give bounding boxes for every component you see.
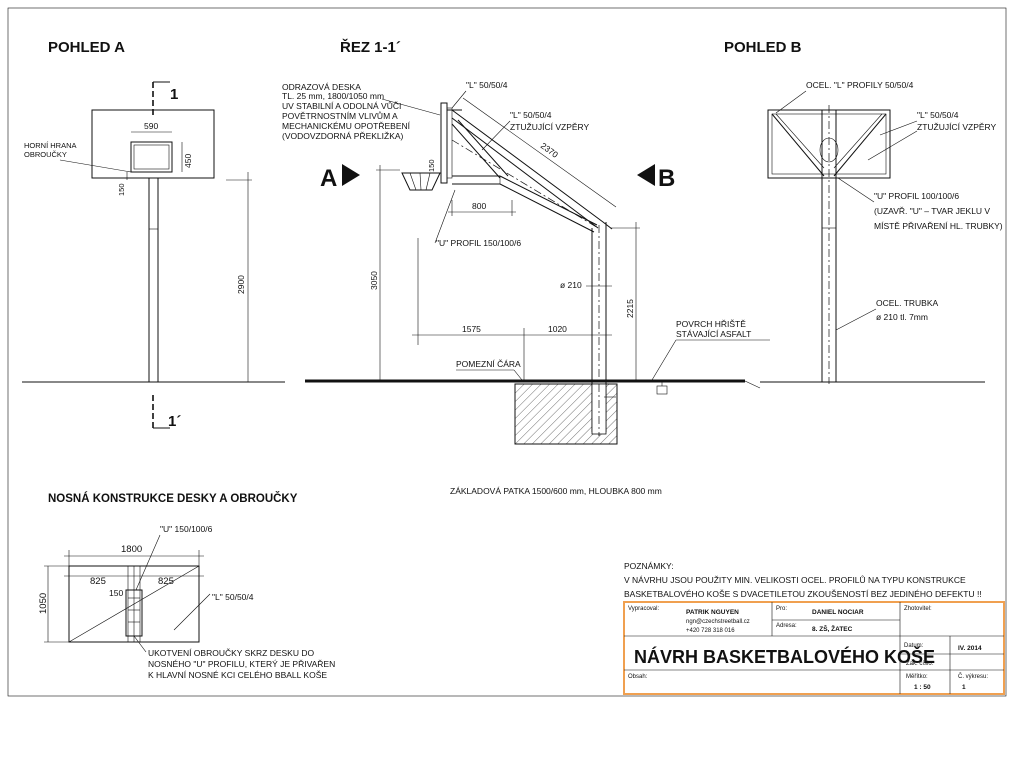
arrow-a-label: A [320, 165, 337, 192]
dim-2370: 2370 [539, 141, 560, 160]
date-value: IV. 2014 [958, 645, 982, 652]
rim-label-2: OBROUČKY [24, 150, 67, 159]
b-u-profile-label-3: MÍSTĚ PŘIVAŘENÍ HL. TRUBKY) [874, 221, 1003, 231]
b-tube-label-1: OCEL. TRUBKA [876, 298, 939, 308]
anchor-note-3: K HLAVNÍ NOSNÉ KCI CELÉHO BBALL KOŠE [148, 670, 327, 680]
rim-net [401, 172, 441, 191]
dim-150-a: 150 [117, 183, 126, 196]
anchor-note-1: UKOTVENÍ OBROUČKY SKRZ DESKU DO [148, 648, 314, 658]
l-profile-label-top: "L" 50/50/4 [466, 80, 508, 90]
backboard-inner-square [130, 141, 173, 173]
scale-label: Měřítko: [906, 674, 928, 680]
designer-name: PATRIK NGUYEN [686, 609, 739, 616]
dim-825-right: 825 [158, 576, 174, 587]
title-block: Vypracoval: PATRIK NGUYEN ngn@czechstree… [623, 601, 1005, 695]
anchor-note-2: NOSNÉHO "U" PROFILU, KTERÝ JE PŘIVAŘEN [148, 659, 335, 669]
board-label-6: (VODOVZDORNÁ PŘEKLIŽKA) [282, 131, 404, 141]
address-label: Adresa: [776, 623, 797, 629]
for-label: Pro: [776, 606, 787, 612]
sheet-border [7, 7, 1007, 697]
cut-label-bottom: 1´ [168, 413, 181, 430]
structure-u-label: "U" 150/100/6 [160, 524, 213, 534]
view-b-title: POHLED B [724, 39, 802, 56]
date-label: Datum: [904, 643, 924, 649]
board-label-1: ODRAZOVÁ DESKA [282, 82, 361, 92]
dim-450: 450 [183, 154, 193, 168]
author-label: Zhotovitel: [904, 606, 932, 612]
b-l-profiles-label: OCEL. "L" PROFILY 50/50/4 [806, 80, 914, 90]
footing-label: ZÁKLADOVÁ PATKA 1500/600 mm, HLOUBKA 800… [450, 486, 662, 496]
board-label-5: MECHANICKÉMU OPOTŘEBENÍ [282, 121, 411, 131]
dim-1020: 1020 [548, 324, 567, 334]
notes-line-1: V NÁVRHU JSOU POUŽITY MIN. VELIKOSTI OCE… [624, 574, 966, 585]
boundary-label: POMEZNÍ ČÁRA [456, 359, 521, 369]
surface-label-2: STÁVAJÍCÍ ASFALT [676, 329, 751, 339]
backboard-side [440, 102, 448, 184]
b-l-profile-label: "L" 50/50/4 [917, 110, 959, 120]
title-block-border [623, 601, 1005, 695]
surface-label-1: POVRCH HŘIŠTĚ [676, 319, 746, 329]
rim-label-1: HORNÍ HRANA [24, 141, 77, 150]
dim-590: 590 [144, 121, 158, 131]
for-name: DANIEL NOCIAR [812, 609, 864, 616]
dim-2215: 2215 [625, 299, 635, 318]
address-value: 8. ZŠ, ŽATEC [812, 624, 853, 633]
drawing-title: NÁVRH BASKETBALOVÉHO KOŠE [634, 646, 935, 667]
designer-label: Vypracoval: [628, 606, 659, 612]
content-label: Obsah: [628, 674, 648, 680]
dim-825-left: 825 [90, 576, 106, 587]
b-u-profile-label-1: "U" PROFIL 100/100/6 [874, 191, 959, 201]
board-label-4: POVĚTRNOSTNÍM VLIVŮM A [282, 110, 398, 121]
backboard-front [91, 109, 215, 179]
board-label-2: TL. 25 mm, 1800/1050 mm [282, 91, 384, 101]
dim-210: ø 210 [560, 280, 582, 290]
support-structure: NOSNÁ KONSTRUKCE DESKY A OBROUČKY 1800 8… [38, 492, 335, 680]
dim-1800: 1800 [121, 544, 142, 555]
cut-label-top: 1 [170, 86, 178, 103]
section-1-1: ŘEZ 1-1´ A B ODRAZOVÁ DESKA TL. 25 mm, 1… [282, 38, 770, 496]
arrow-b-icon [637, 164, 655, 186]
dim-1575: 1575 [462, 324, 481, 334]
drawing-no-value: 1 [962, 684, 966, 691]
view-b: POHLED B OCEL. "L" PROFILY 50/50/4 "L" 5… [724, 39, 1003, 384]
b-tube-label-2: ø 210 tl. 7mm [876, 312, 928, 322]
notes-block: POZNÁMKY: V NÁVRHU JSOU POUŽITY MIN. VEL… [624, 561, 982, 599]
drawing-no-label: Č. výkresu: [958, 673, 988, 680]
structure-title: NOSNÁ KONSTRUKCE DESKY A OBROUČKY [48, 492, 298, 505]
dim-150-section: 150 [427, 159, 436, 172]
dim-800: 800 [472, 201, 486, 211]
b-u-profile-label-2: (UZAVŘ. "U" – TVAR JEKLU V [874, 206, 990, 216]
l-profile-label-2: "L" 50/50/4 [510, 110, 552, 120]
dim-3050: 3050 [369, 271, 379, 290]
section-title: ŘEZ 1-1´ [340, 38, 401, 56]
notes-heading: POZNÁMKY: [624, 561, 674, 571]
dim-1050: 1050 [38, 593, 49, 614]
board-label-3: UV STABILNÍ A ODOLNÁ VŮČI [282, 100, 401, 111]
u-profile-label: "U" PROFIL 150/100/6 [436, 238, 521, 248]
scale-value: 1 : 50 [914, 684, 931, 691]
structure-l-label: "L" 50/50/4 [212, 592, 254, 602]
b-bracing-label: ZTUŽUJÍCÍ VZPĚRY [917, 122, 997, 132]
arrow-a-icon [342, 164, 360, 186]
designer-email: ngn@czechstreetball.cz [686, 619, 750, 625]
order-label: Zak. číslo: [906, 661, 934, 667]
view-a-title: POHLED A [48, 39, 125, 56]
arrow-b-label: B [658, 165, 675, 192]
designer-phone: +420 728 318 016 [686, 628, 735, 634]
bracing-label: ZTUŽUJÍCÍ VZPĚRY [510, 122, 590, 132]
dim-2900: 2900 [236, 275, 246, 294]
view-a: POHLED A 1 1´ 590 450 HORNÍ HRANA OBROUČ… [22, 39, 285, 430]
dim-150-structure: 150 [109, 588, 123, 598]
notes-line-2: BASKETBALOVÉHO KOŠE S DVACETILETOU ZKOUŠ… [624, 589, 982, 599]
